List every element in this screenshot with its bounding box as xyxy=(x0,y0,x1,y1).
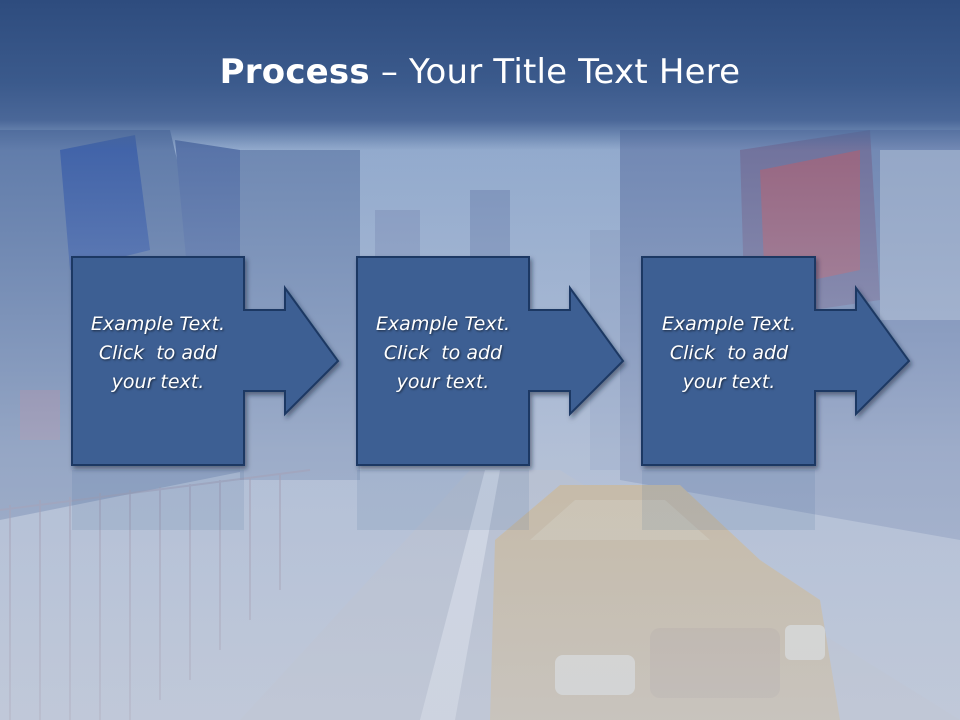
process-step-1-text[interactable]: Example Text. Click to add your text. xyxy=(72,310,244,397)
process-step-3-shape[interactable] xyxy=(641,256,911,466)
step-1-line-1: Example Text. xyxy=(90,313,226,335)
step-2-line-3: your text. xyxy=(396,371,490,393)
step-3-line-1: Example Text. xyxy=(661,313,797,335)
title-rest: Your Title Text Here xyxy=(409,52,741,92)
step-1-line-3: your text. xyxy=(111,371,205,393)
title-bold: Process xyxy=(219,52,370,92)
step-2-line-1: Example Text. xyxy=(375,313,511,335)
process-step-3-text[interactable]: Example Text. Click to add your text. xyxy=(643,310,815,397)
title-separator: – xyxy=(369,52,410,92)
process-step-2-shape[interactable] xyxy=(356,256,625,466)
title-bar xyxy=(0,0,960,150)
step-1-line-2: Click to add xyxy=(98,342,218,364)
step-3-line-2: Click to add xyxy=(669,342,789,364)
step-3-line-3: your text. xyxy=(682,371,776,393)
step-2-line-2: Click to add xyxy=(383,342,503,364)
process-step-2-text[interactable]: Example Text. Click to add your text. xyxy=(357,310,529,397)
process-step-1-shape[interactable] xyxy=(71,256,340,466)
slide-title[interactable]: Process – Your Title Text Here xyxy=(0,52,960,92)
